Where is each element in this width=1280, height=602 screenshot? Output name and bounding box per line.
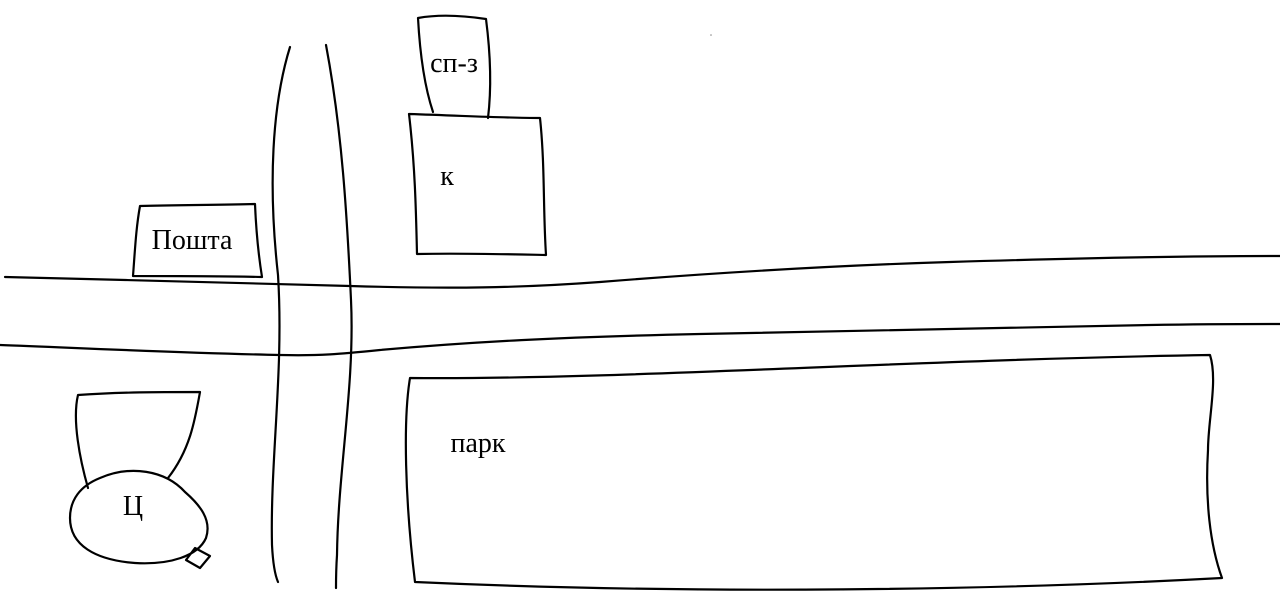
post-office-label: Пошта (152, 225, 233, 256)
vertical-road (270, 43, 353, 590)
center-upper-outline (74, 390, 202, 490)
horizontal-road-top-edge (3, 254, 1280, 289)
vertical-road-left-edge (270, 45, 292, 584)
building-k: к (407, 112, 548, 257)
center-round-outline (68, 469, 209, 565)
horizontal-road-bottom-edge (0, 322, 1280, 357)
horizontal-road (0, 254, 1280, 357)
park-area: парк (404, 353, 1224, 591)
building-k-label: к (440, 161, 454, 192)
center-label: Ц (123, 491, 143, 522)
sports-ground-building: сп-з (416, 14, 492, 120)
vertical-road-right-edge (324, 43, 353, 590)
stray-dot (710, 34, 712, 36)
park-outline (404, 353, 1224, 591)
sports-ground-label: сп-з (430, 48, 478, 79)
park-label: парк (450, 428, 505, 459)
building-k-outline (407, 112, 548, 257)
post-office-building: Пошта (131, 202, 264, 279)
post-office-outline (131, 202, 264, 279)
center-building: Ц (68, 390, 212, 570)
sports-ground-outline (416, 14, 492, 120)
center-small-tab (184, 546, 212, 570)
